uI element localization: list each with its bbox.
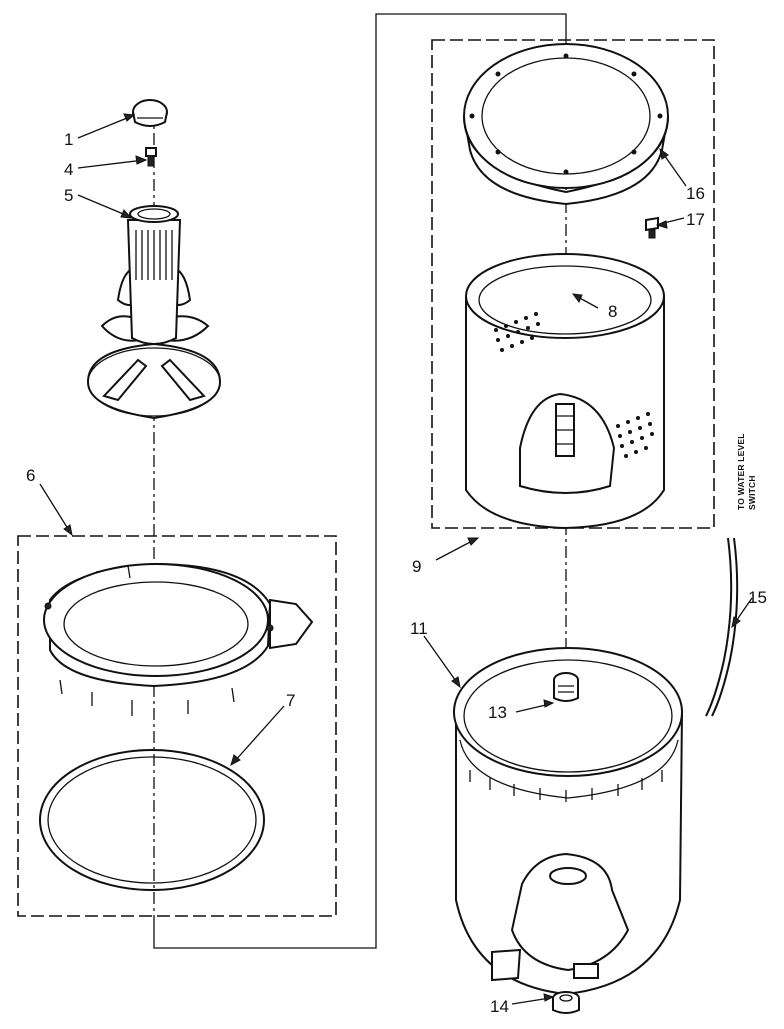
tub-ring <box>43 562 314 716</box>
fastener-4 <box>145 147 157 167</box>
hose-note: TO WATER LEVEL SWITCH <box>736 433 757 510</box>
callout-4: 4 <box>64 160 73 179</box>
drain-fitting <box>552 991 580 1014</box>
callout-1: 1 <box>64 130 73 149</box>
connector-line <box>153 13 567 949</box>
screw-17 <box>645 216 659 239</box>
spin-basket <box>465 253 665 530</box>
callout-7: 7 <box>286 691 295 710</box>
group-box-6 <box>17 535 337 917</box>
outer-tub <box>453 647 683 996</box>
callout-9: 9 <box>412 557 421 576</box>
callout-5: 5 <box>64 186 73 205</box>
tub-nut <box>553 672 579 702</box>
callout-8: 8 <box>608 302 617 321</box>
basket-rim <box>463 43 669 206</box>
callout-6: 6 <box>26 466 35 485</box>
callout-13: 13 <box>488 703 507 722</box>
callout-14: 14 <box>490 997 509 1016</box>
hose-note-line2: SWITCH <box>747 475 757 510</box>
callout-17: 17 <box>686 210 705 229</box>
water-level-hose <box>705 537 739 717</box>
gasket <box>39 749 265 891</box>
hose-note-line1: TO WATER LEVEL <box>736 433 746 510</box>
leader-lines <box>39 113 753 1005</box>
callout-15: 15 <box>748 588 767 607</box>
callout-16: 16 <box>686 184 705 203</box>
agitator-cap <box>132 99 168 127</box>
agitator <box>86 205 222 420</box>
callout-11: 11 <box>410 619 428 638</box>
